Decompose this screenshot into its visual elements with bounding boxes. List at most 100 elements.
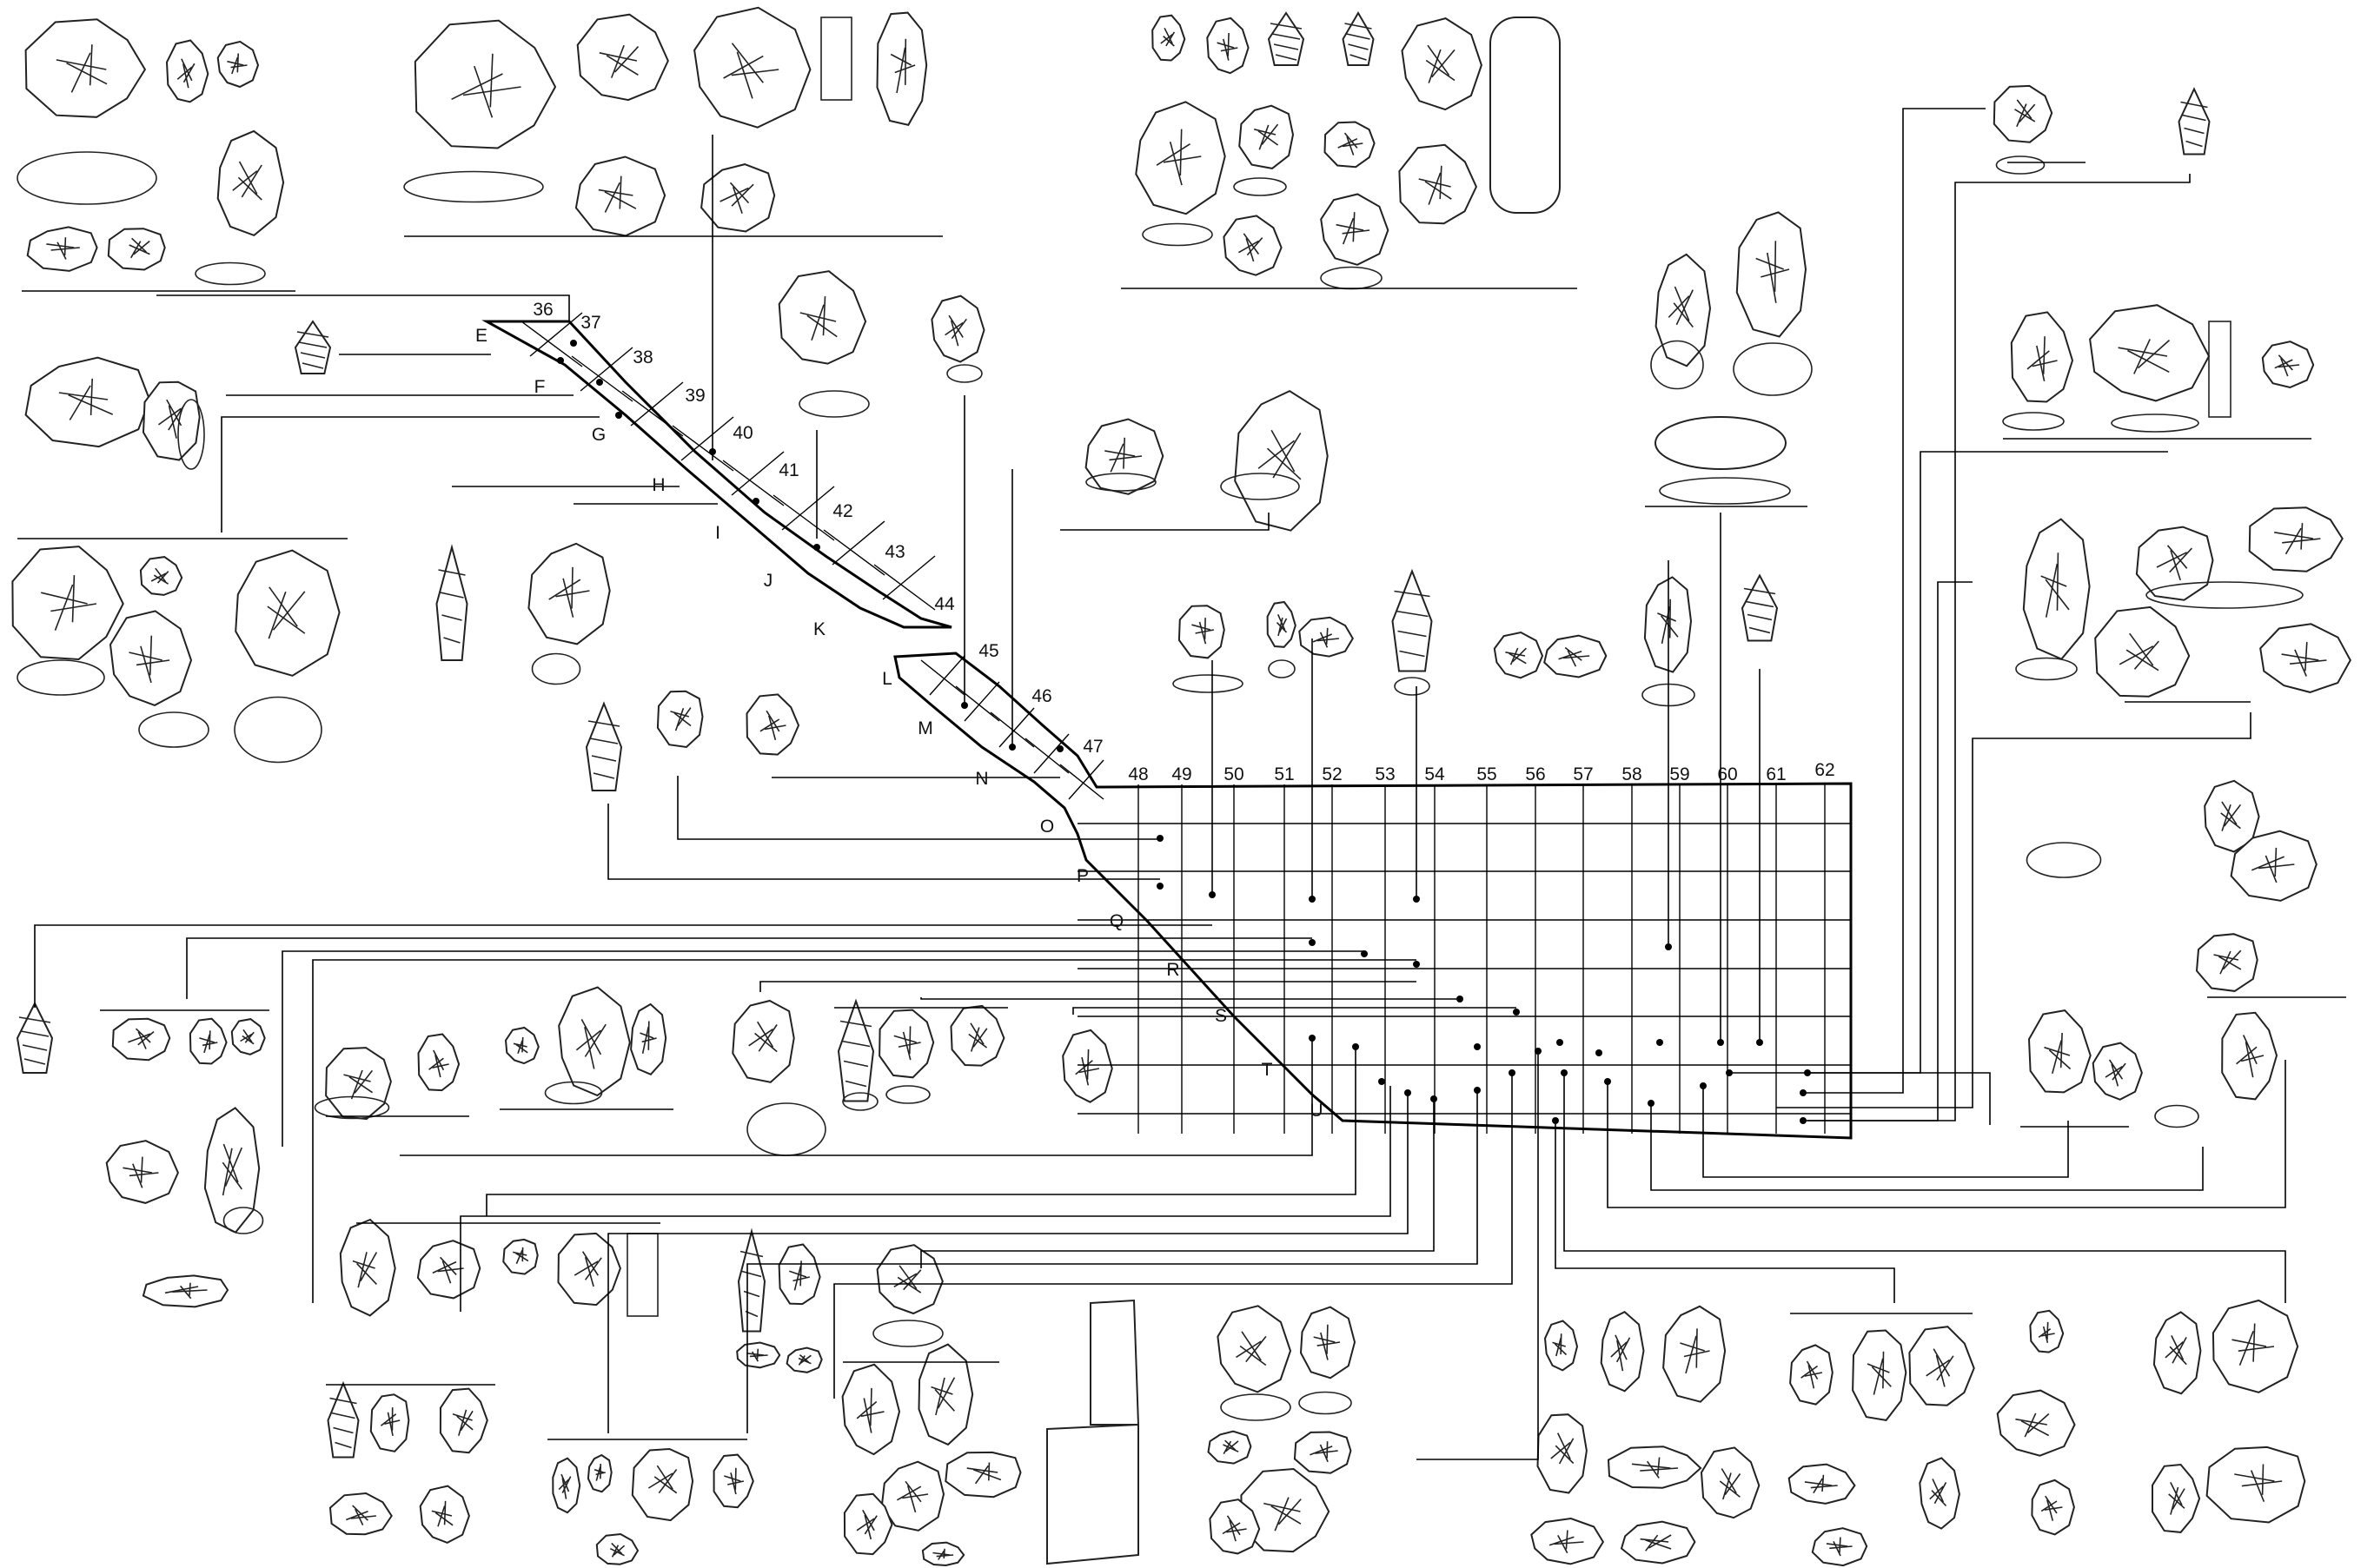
cross-section-drawing xyxy=(1655,417,1786,469)
flint-artifact-drawing xyxy=(143,382,200,460)
grid-row-label: N xyxy=(975,769,988,789)
flint-artifact-drawing xyxy=(1301,1307,1355,1379)
flint-artifact-drawing xyxy=(1295,1432,1351,1473)
flint-artifact-drawing xyxy=(109,228,165,269)
cross-section-drawing xyxy=(17,660,104,695)
grid-column-label: 42 xyxy=(832,501,852,521)
flint-artifact-drawing xyxy=(1544,636,1606,678)
find-spot-dot xyxy=(1474,1043,1481,1050)
grid-column-label: 49 xyxy=(1171,764,1191,784)
cross-section-drawing xyxy=(886,1086,930,1103)
flint-artifact-drawing xyxy=(2197,934,2258,991)
flint-artifact-drawing xyxy=(787,1348,822,1373)
find-spot-dot xyxy=(1404,1089,1411,1096)
leader-line xyxy=(1060,513,1269,530)
grid-column-label: 38 xyxy=(633,347,653,367)
flint-artifact-drawing xyxy=(714,1455,753,1508)
flint-artifact-drawing xyxy=(441,1389,487,1453)
grid-row-label: L xyxy=(882,669,892,689)
grid-line-diagonal xyxy=(732,452,784,495)
ground-stone-drawing xyxy=(1490,17,1560,213)
flint-artifact-drawing xyxy=(506,1028,539,1063)
leader-line xyxy=(678,776,1160,839)
leader-line xyxy=(760,982,1416,992)
flint-artifact-drawing xyxy=(503,1240,537,1274)
projectile-point-drawing xyxy=(739,1232,765,1332)
flint-artifact-drawing xyxy=(1621,1522,1694,1564)
grid-row-label: M xyxy=(918,718,933,738)
flint-artifact-drawing xyxy=(1086,420,1164,494)
cross-section-drawing xyxy=(1395,678,1429,695)
flint-artifact-drawing xyxy=(576,157,665,236)
grid-column-label: 58 xyxy=(1621,764,1641,784)
grid-row-label: T xyxy=(1262,1060,1273,1080)
projectile-point-drawing xyxy=(295,321,330,374)
grid-column-label: 48 xyxy=(1128,764,1148,784)
flint-artifact-drawing xyxy=(631,1004,666,1075)
grid-column-label: 60 xyxy=(1717,764,1737,784)
leader-line xyxy=(1729,1073,1990,1125)
grid-line-diagonal xyxy=(1069,760,1104,799)
flint-artifact-drawing xyxy=(2154,1313,2201,1394)
grid-column-label: 56 xyxy=(1525,764,1545,784)
flint-artifact-drawing xyxy=(1601,1312,1644,1391)
flint-artifact-drawing xyxy=(2012,312,2072,401)
find-spot-dot xyxy=(1700,1082,1707,1089)
flint-artifact-drawing xyxy=(110,611,191,705)
grid-column-label: 45 xyxy=(978,641,998,661)
leader-line xyxy=(1555,1121,1894,1303)
flint-artifact-drawing xyxy=(2137,527,2213,600)
flint-artifact-drawing xyxy=(107,1141,178,1203)
flint-artifact-drawing xyxy=(1663,1307,1725,1402)
flint-artifact-drawing xyxy=(2030,1311,2063,1353)
find-spot-dot xyxy=(813,544,820,551)
flint-artifact-drawing xyxy=(1608,1446,1701,1488)
grid-line-diagonal xyxy=(874,565,935,610)
flint-artifact-drawing xyxy=(26,19,145,117)
cross-section-drawing xyxy=(139,712,209,747)
find-spot-dot xyxy=(1361,950,1368,957)
cross-section-drawing xyxy=(1660,478,1790,504)
flint-artifact-drawing xyxy=(2207,1447,2305,1523)
grid-column-label: 52 xyxy=(1322,764,1342,784)
projectile-point-drawing xyxy=(1269,13,1303,65)
grid-line-diagonal xyxy=(883,556,935,599)
flint-artifact-drawing xyxy=(1239,106,1293,169)
find-spot-dot xyxy=(753,498,759,505)
flint-artifact-drawing xyxy=(553,1459,580,1513)
flint-artifact-drawing xyxy=(1179,605,1224,658)
flint-artifact-drawing xyxy=(235,551,339,676)
flint-artifact-drawing xyxy=(1223,215,1281,275)
grid-row-label: H xyxy=(652,475,665,495)
find-spot-dot xyxy=(1726,1069,1733,1076)
flint-artifact-drawing xyxy=(2029,1010,2091,1092)
flint-artifact-drawing xyxy=(1853,1331,1906,1420)
flint-artifact-drawing xyxy=(2024,519,2090,659)
flint-artifact-drawing xyxy=(205,1108,259,1232)
find-spot-dot xyxy=(570,340,577,347)
flint-artifact-drawing xyxy=(1063,1030,1112,1102)
grid-line-diagonal xyxy=(580,347,633,391)
find-spot-dot xyxy=(1378,1078,1385,1085)
grid-line-diagonal xyxy=(631,382,683,426)
leader-line xyxy=(1807,452,2168,1073)
cross-section-drawing xyxy=(533,654,580,685)
projectile-point-drawing xyxy=(1742,576,1777,641)
grid-column-label: 51 xyxy=(1274,764,1294,784)
flint-artifact-drawing xyxy=(1909,1327,1973,1406)
grid-line-diagonal xyxy=(832,521,885,565)
cross-section-drawing xyxy=(404,172,543,202)
find-spot-dot xyxy=(1665,943,1672,950)
grid-line-diagonal xyxy=(824,530,885,575)
flint-artifact-drawing xyxy=(326,1048,391,1119)
grid-line-diagonal xyxy=(1060,764,1104,799)
grid-line-diagonal xyxy=(773,495,834,540)
grid-column-label: 39 xyxy=(685,386,705,406)
find-spot-dot xyxy=(1309,896,1316,903)
grid-row-label: R xyxy=(1166,960,1179,980)
flint-artifact-drawing xyxy=(26,358,150,447)
cross-section-drawing xyxy=(747,1103,826,1155)
find-spot-dot xyxy=(1413,896,1420,903)
flint-artifact-drawing xyxy=(1656,255,1710,366)
ground-stone-drawing xyxy=(1047,1300,1138,1564)
